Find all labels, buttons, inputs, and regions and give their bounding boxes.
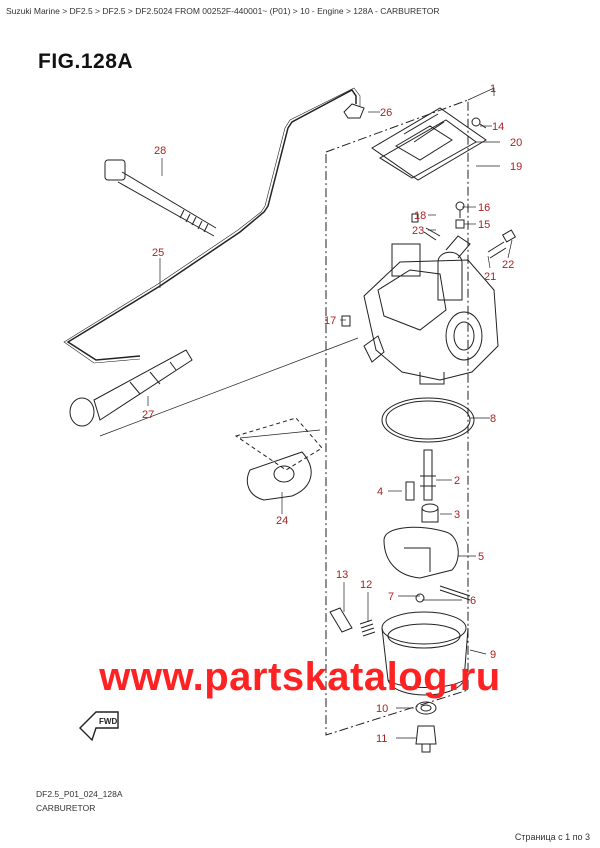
fwd-arrow-icon <box>79 711 119 742</box>
callout-10[interactable]: 10 <box>376 703 388 715</box>
callout-23[interactable]: 23 <box>412 225 424 237</box>
callout-6[interactable]: 6 <box>470 595 476 607</box>
small-screws <box>341 117 517 327</box>
callout-19[interactable]: 19 <box>510 161 522 173</box>
callout-5[interactable]: 5 <box>478 551 484 563</box>
figure-title: FIG.128A <box>38 50 134 73</box>
wire-rod <box>63 87 361 364</box>
callout-4[interactable]: 4 <box>377 486 383 498</box>
gasket <box>234 417 323 501</box>
pilot-jet <box>405 481 415 501</box>
callout-17[interactable]: 17 <box>324 315 336 327</box>
callout-11[interactable]: 11 <box>376 733 387 745</box>
pagination: Страница с 1 по 3 <box>514 832 590 842</box>
callout-20[interactable]: 20 <box>510 137 522 149</box>
callout-7[interactable]: 7 <box>388 591 394 603</box>
callout-15[interactable]: 15 <box>478 219 490 231</box>
callout-28[interactable]: 28 <box>154 145 166 157</box>
callout-16[interactable]: 16 <box>478 202 490 214</box>
callout-12[interactable]: 12 <box>360 579 372 591</box>
float-bowl <box>381 611 469 696</box>
callout-14[interactable]: 14 <box>492 121 504 133</box>
assembly-frame <box>325 99 469 736</box>
callout-2[interactable]: 2 <box>454 475 460 487</box>
callout-9[interactable]: 9 <box>490 649 496 661</box>
callout-18[interactable]: 18 <box>414 210 426 222</box>
long-screw <box>104 159 217 237</box>
drain-screw <box>329 607 353 633</box>
fwd-label: FWD <box>99 717 117 726</box>
callout-25[interactable]: 25 <box>152 247 164 259</box>
nozzle <box>421 503 439 523</box>
breadcrumb[interactable]: Suzuki Marine > DF2.5 > DF2.5 > DF2.5024… <box>6 6 440 16</box>
callout-13[interactable]: 13 <box>336 569 348 581</box>
callout-22[interactable]: 22 <box>502 259 514 271</box>
callout-26[interactable]: 26 <box>380 107 392 119</box>
watermark: www.partskatalog.ru <box>99 655 501 699</box>
carburetor-body <box>363 235 499 385</box>
bowl-gasket <box>415 701 437 715</box>
callout-21[interactable]: 21 <box>484 271 496 283</box>
float <box>383 526 459 579</box>
main-jet <box>420 449 436 501</box>
float-pin <box>439 585 471 601</box>
callout-3[interactable]: 3 <box>454 509 460 521</box>
callout-1[interactable]: 1 <box>490 83 496 95</box>
cover-plate <box>371 107 487 181</box>
needle-valve <box>415 593 425 603</box>
choke-knob <box>69 349 193 427</box>
bowl-bolt <box>415 725 437 753</box>
o-ring <box>381 397 475 443</box>
clip <box>343 103 365 119</box>
spring <box>359 619 376 637</box>
leader-lines <box>99 87 513 739</box>
callout-27[interactable]: 27 <box>142 409 154 421</box>
footer-caption: CARBURETOR <box>36 803 96 813</box>
footer-code: DF2.5_P01_024_128A <box>36 789 123 799</box>
callout-8[interactable]: 8 <box>490 413 496 425</box>
callout-24[interactable]: 24 <box>276 515 288 527</box>
